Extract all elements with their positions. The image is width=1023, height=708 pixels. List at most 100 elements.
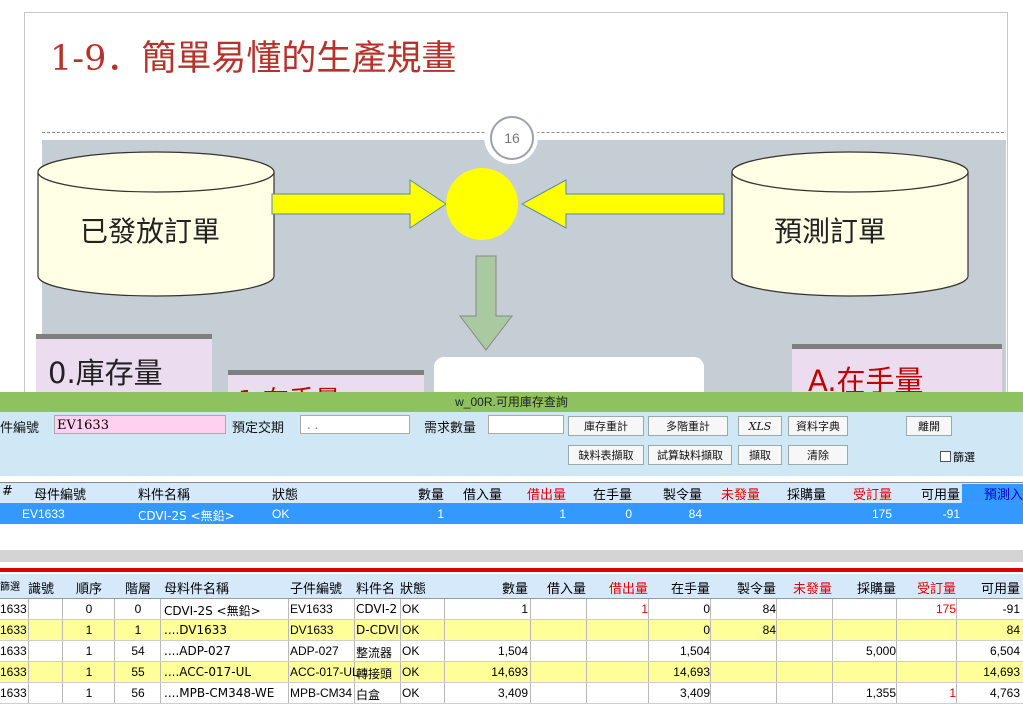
bot-col-ordered[interactable]: 受訂量 xyxy=(916,582,956,597)
cell-level: 55 xyxy=(131,665,145,679)
fetch-button[interactable]: 擷取 xyxy=(738,445,782,465)
column-divider xyxy=(648,662,649,682)
bottom-grid-header: 篩選 識號 順序 階層 母料件名稱 子件編號 料件名 狀態 數量 借入量 借出量… xyxy=(0,574,1023,599)
page-number: 16 xyxy=(490,116,534,160)
top-cell-ordered: 175 xyxy=(871,507,892,521)
bot-col-qty[interactable]: 數量 xyxy=(501,582,528,597)
column-divider xyxy=(710,683,711,703)
clear-button[interactable]: 清除 xyxy=(788,445,848,465)
cell-available: 4,763 xyxy=(989,686,1020,700)
shortage-fetch-button[interactable]: 缺料表擷取 xyxy=(568,445,644,465)
column-divider xyxy=(648,620,649,640)
column-divider xyxy=(710,662,711,682)
top-col-available[interactable]: 可用量 xyxy=(920,488,960,503)
column-divider xyxy=(62,641,63,661)
leave-button[interactable]: 離開 xyxy=(906,416,952,436)
top-col-qty[interactable]: 數量 xyxy=(417,488,444,503)
bot-col-parent-name[interactable]: 母料件名稱 xyxy=(164,582,230,597)
column-divider xyxy=(444,641,445,661)
bot-col-on-hand[interactable]: 在手量 xyxy=(670,582,710,597)
column-divider xyxy=(586,641,587,661)
top-col-part-name[interactable]: 料件名稱 xyxy=(138,488,191,503)
cell-status: OK xyxy=(402,686,420,700)
cell-parent-name: ....ADP-027 xyxy=(164,644,231,658)
horizontal-scrollbar[interactable] xyxy=(0,550,1023,562)
top-col-work-order[interactable]: 製令量 xyxy=(662,488,702,503)
left-cylinder-shape xyxy=(37,151,275,297)
column-divider xyxy=(354,641,355,661)
bot-col-part-name[interactable]: 料件名 xyxy=(356,582,396,597)
cell-status: OK xyxy=(402,665,420,679)
top-col-forecast[interactable]: 預測入 xyxy=(962,484,1023,503)
cell-status: OK xyxy=(402,644,420,658)
column-divider xyxy=(896,662,897,682)
cell-purchase: 5,000 xyxy=(865,644,896,658)
column-divider xyxy=(956,620,957,640)
column-divider xyxy=(160,683,161,703)
bot-col-purchase[interactable]: 採購量 xyxy=(856,582,896,597)
column-divider xyxy=(444,662,445,682)
column-divider xyxy=(530,641,531,661)
trial-shortage-fetch-button[interactable]: 試算缺料擷取 xyxy=(648,445,732,465)
cell-on-hand: 0 xyxy=(703,623,710,637)
cell-id: 1633 xyxy=(0,623,27,637)
presentation-slide: 1-9．簡單易懂的生產規畫 已發放訂單 預測訂單 16 0.庫存量 1.在手量 … xyxy=(24,12,1008,416)
cell-level: 54 xyxy=(131,644,145,658)
column-divider xyxy=(62,599,63,619)
part-no-input[interactable]: EV1633 xyxy=(54,415,226,434)
bot-col-filter[interactable]: 篩選 xyxy=(0,582,20,593)
filter-checkbox[interactable] xyxy=(940,451,951,462)
cell-part-name: 白盒 xyxy=(356,688,381,702)
column-divider xyxy=(114,620,115,640)
bot-col-unissued[interactable]: 未發量 xyxy=(792,582,832,597)
stock-recalc-button[interactable]: 庫存重計 xyxy=(568,416,644,436)
column-divider xyxy=(288,662,289,682)
top-col-parent-no[interactable]: 母件編號 xyxy=(34,488,87,503)
xls-button[interactable]: XLS xyxy=(738,416,782,436)
top-col-unissued[interactable]: 未發量 xyxy=(720,488,760,503)
bot-col-order[interactable]: 順序 xyxy=(75,582,102,597)
column-divider xyxy=(114,641,115,661)
column-divider xyxy=(776,620,777,640)
top-col-borrow-in[interactable]: 借入量 xyxy=(462,488,502,503)
top-grid-row[interactable]: EV1633 CDVI-2S <無鉛> OK 1 1 0 84 175 -91 xyxy=(0,504,1023,524)
top-col-status[interactable]: 狀態 xyxy=(272,488,299,503)
bot-col-available[interactable]: 可用量 xyxy=(980,582,1020,597)
top-col-borrow-out[interactable]: 借出量 xyxy=(526,488,566,503)
bot-col-child-no[interactable]: 子件編號 xyxy=(290,582,343,597)
column-divider xyxy=(28,683,29,703)
bot-col-id[interactable]: 識號 xyxy=(28,582,55,597)
column-divider xyxy=(288,620,289,640)
cell-ordered: 1 xyxy=(949,686,956,700)
demand-input[interactable] xyxy=(488,415,564,434)
column-divider xyxy=(288,641,289,661)
bot-col-work-order[interactable]: 製令量 xyxy=(736,582,776,597)
cell-on-hand: 14,693 xyxy=(673,665,710,679)
top-col-purchase[interactable]: 採購量 xyxy=(786,488,826,503)
column-divider xyxy=(160,641,161,661)
cell-parent-name: CDVI-2S <無鉛> xyxy=(164,604,261,618)
due-date-input[interactable]: . . xyxy=(300,415,410,434)
column-divider xyxy=(956,641,957,661)
top-col-ordered[interactable]: 受訂量 xyxy=(852,488,892,503)
column-divider xyxy=(114,683,115,703)
bot-col-status[interactable]: 狀態 xyxy=(400,582,427,597)
cell-available: 14,693 xyxy=(983,665,1020,679)
top-col-on-hand[interactable]: 在手量 xyxy=(592,488,632,503)
bot-col-borrow-out[interactable]: 借出量 xyxy=(608,582,648,597)
bot-col-level[interactable]: 階層 xyxy=(124,582,151,597)
top-grid-header: # 母件編號 料件名稱 狀態 數量 借入量 借出量 在手量 製令量 未發量 採購… xyxy=(0,482,1023,504)
multi-level-recalc-button[interactable]: 多階重計 xyxy=(648,416,728,436)
data-dictionary-button[interactable]: 資料字典 xyxy=(788,416,848,436)
cell-parent-name: ....MPB-CM348-WE xyxy=(164,686,275,700)
column-divider xyxy=(444,620,445,640)
bot-col-borrow-in[interactable]: 借入量 xyxy=(546,582,586,597)
right-cylinder-shape xyxy=(731,151,969,297)
top-cell-part-name: CDVI-2S <無鉛> xyxy=(138,509,235,523)
cell-qty: 1,504 xyxy=(497,644,528,658)
